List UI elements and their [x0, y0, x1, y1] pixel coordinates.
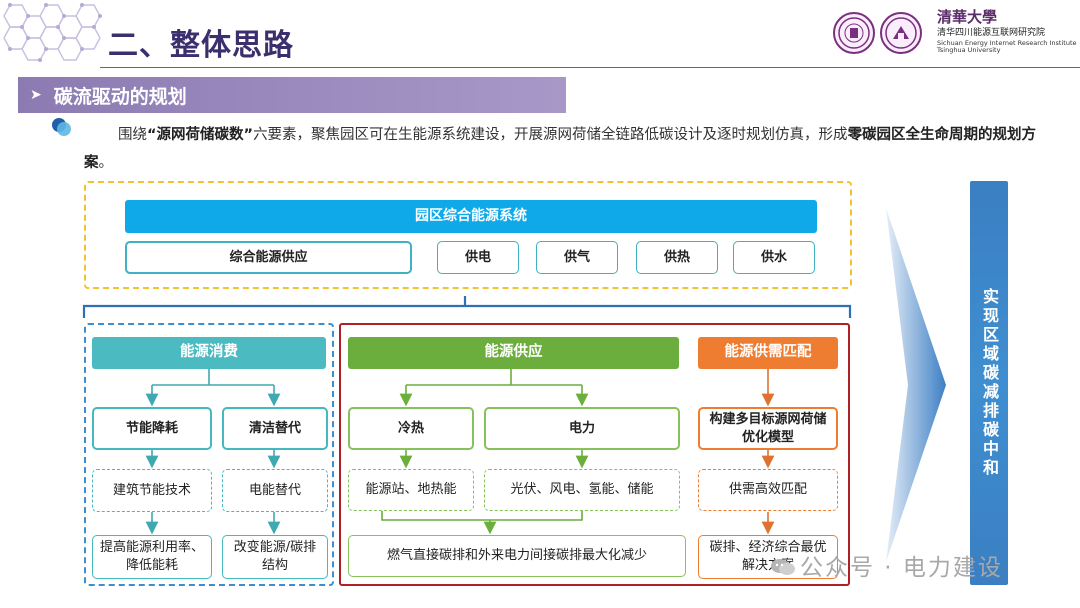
supply-main-box: 综合能源供应 [125, 241, 412, 274]
supply-result: 燃气直接碳排和外来电力间接碳排最大化减少 [348, 535, 686, 577]
org-block: 清華大學 清华四川能源互联网研究院 Sichuan Energy Interne… [937, 8, 1077, 54]
match-tech: 供需高效匹配 [698, 469, 838, 511]
watermark-text: 公众号 · 电力建设 [800, 555, 1003, 581]
supply-item-electric: 供电 [437, 241, 519, 274]
consume-header: 能源消费 [92, 337, 326, 369]
intro-text-2: 六要素，聚焦园区可在生能源系统建设，开展源网荷储全链路低碳设计及逐时规划仿真，形… [253, 127, 848, 143]
consume-clean-result: 改变能源/碳排结构 [222, 535, 328, 579]
goal-bar: 实现区域碳减排碳中和 [970, 181, 1008, 585]
intro-emphasis-2: 零碳园区全生命周期的规划方案 [84, 127, 1037, 171]
consume-save-tech: 建筑节能技术 [92, 469, 212, 512]
supply-header: 能源供应 [348, 337, 679, 369]
system-frame [84, 181, 852, 289]
consume-save-result: 提高能源利用率、降低能耗 [92, 535, 212, 579]
intro-quote-close: ” [243, 127, 254, 143]
consume-clean-tech: 电能替代 [222, 469, 328, 512]
match-result: 碳排、经济综合最优解决方案 [698, 535, 838, 579]
bullet-circles-icon [52, 118, 71, 136]
supply-heat-title: 冷热 [348, 407, 474, 450]
intro-end: 。 [98, 155, 114, 171]
supply-frame [339, 323, 850, 586]
supply-power-title: 电力 [484, 407, 680, 450]
supply-heat-tech: 能源站、地热能 [348, 469, 474, 511]
tsinghua-seal-icon [833, 12, 875, 54]
watermark: 公众号 · 电力建设 [770, 548, 1003, 582]
consume-save-title: 节能降耗 [92, 407, 212, 450]
consume-clean-title: 清洁替代 [222, 407, 328, 450]
play-arrow-icon: ➤ [30, 87, 42, 103]
supply-power-tech: 光伏、风电、氢能、储能 [484, 469, 680, 511]
header-divider [100, 67, 1080, 68]
intro-text-1: 围绕 [118, 127, 147, 143]
match-header: 能源供需匹配 [698, 337, 838, 369]
supply-item-heat: 供热 [636, 241, 718, 274]
chevron-arrow-icon [886, 208, 946, 562]
section-bar: ➤ 碳流驱动的规划 [18, 77, 566, 113]
consume-frame [84, 323, 334, 586]
intro-emphasis-1: 源网荷储碳数 [156, 127, 244, 143]
supply-item-water: 供水 [733, 241, 815, 274]
org-calligraphy: 清華大學 [937, 8, 998, 26]
section-title: 碳流驱动的规划 [53, 85, 187, 108]
match-model: 构建多目标源网荷储优化模型 [698, 407, 838, 450]
supply-item-gas: 供气 [536, 241, 618, 274]
org-name-en-1: Sichuan Energy Internet Research Institu… [937, 39, 1077, 48]
system-header: 园区综合能源系统 [125, 200, 817, 233]
hexagon-decoration [3, 3, 102, 62]
page-title: 二、整体思路 [108, 28, 294, 63]
org-name-cn: 清华四川能源互联网研究院 [937, 27, 1046, 38]
intro-quote-open: “ [147, 127, 157, 143]
wechat-icon [770, 557, 796, 577]
org-name-en-2: Tsinghua University [937, 46, 1001, 54]
intro-paragraph: 围绕“源网荷储碳数”六要素，聚焦园区可在生能源系统建设，开展源网荷储全链路低碳设… [84, 121, 1044, 177]
institute-seal-icon [880, 12, 922, 54]
